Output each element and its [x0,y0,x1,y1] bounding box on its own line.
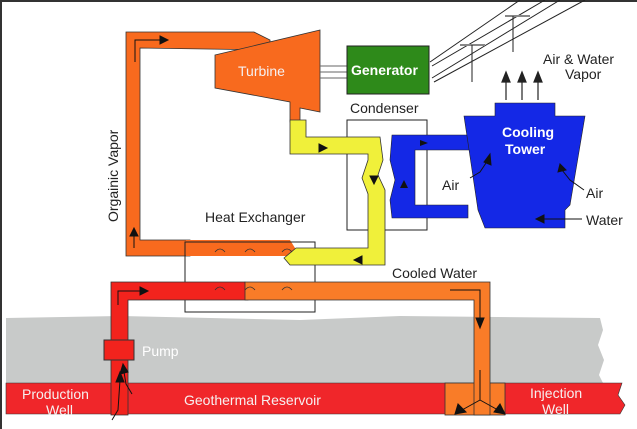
water-label: Water [586,212,623,228]
air-right-label: Air [586,185,603,201]
organic-vapor-pipe [125,31,271,257]
injection-well-label-line1: Injection [530,385,582,401]
air-water-vapor-label-line1: Air & Water [543,51,614,67]
turbine-generator-shaft [320,65,347,79]
injection-well-label-line2: Well [542,401,569,417]
vapor-arrows [501,70,543,100]
heat-exchanger-coils [214,248,293,291]
tower-pointer-arrows [469,152,585,224]
condenser [346,119,428,231]
ground-layer [6,316,604,385]
turbine-label: Turbine [238,63,285,79]
cooling-tower-label-line2: Tower [505,141,546,157]
generator [346,45,430,95]
heat-exchanger-label: Heat Exchanger [205,209,306,225]
organic-vapor-label: Orgainic Vapor [105,129,121,222]
heat-exchanger-organic-segment [186,240,300,256]
production-well-label-line2: Well [46,402,73,418]
generator-label: Generator [351,62,418,78]
pump-label: Pump [142,343,179,359]
cooling-flow-arrows [400,140,428,188]
air-water-vapor-label-line2: Vapor [565,66,602,82]
cooled-water-label: Cooled Water [392,265,477,281]
production-well-label-line1: Production [22,386,89,402]
organic-flow-arrows [129,35,170,248]
transmission-lines [429,0,586,83]
cooling-tower-label-line1: Cooling [502,124,554,140]
air-left-label: Air [442,177,459,193]
geothermal-reservoir-label: Geothermal Reservoir [184,392,321,408]
brine-flow-arrows [111,286,506,421]
condensed-fluid-pipe [283,119,386,266]
condensed-flow-arrows [318,143,379,265]
pump [103,339,135,361]
condenser-label: Condenser [350,100,419,116]
cooled-brine-pipe [244,281,491,416]
heat-exchanger [184,241,316,313]
